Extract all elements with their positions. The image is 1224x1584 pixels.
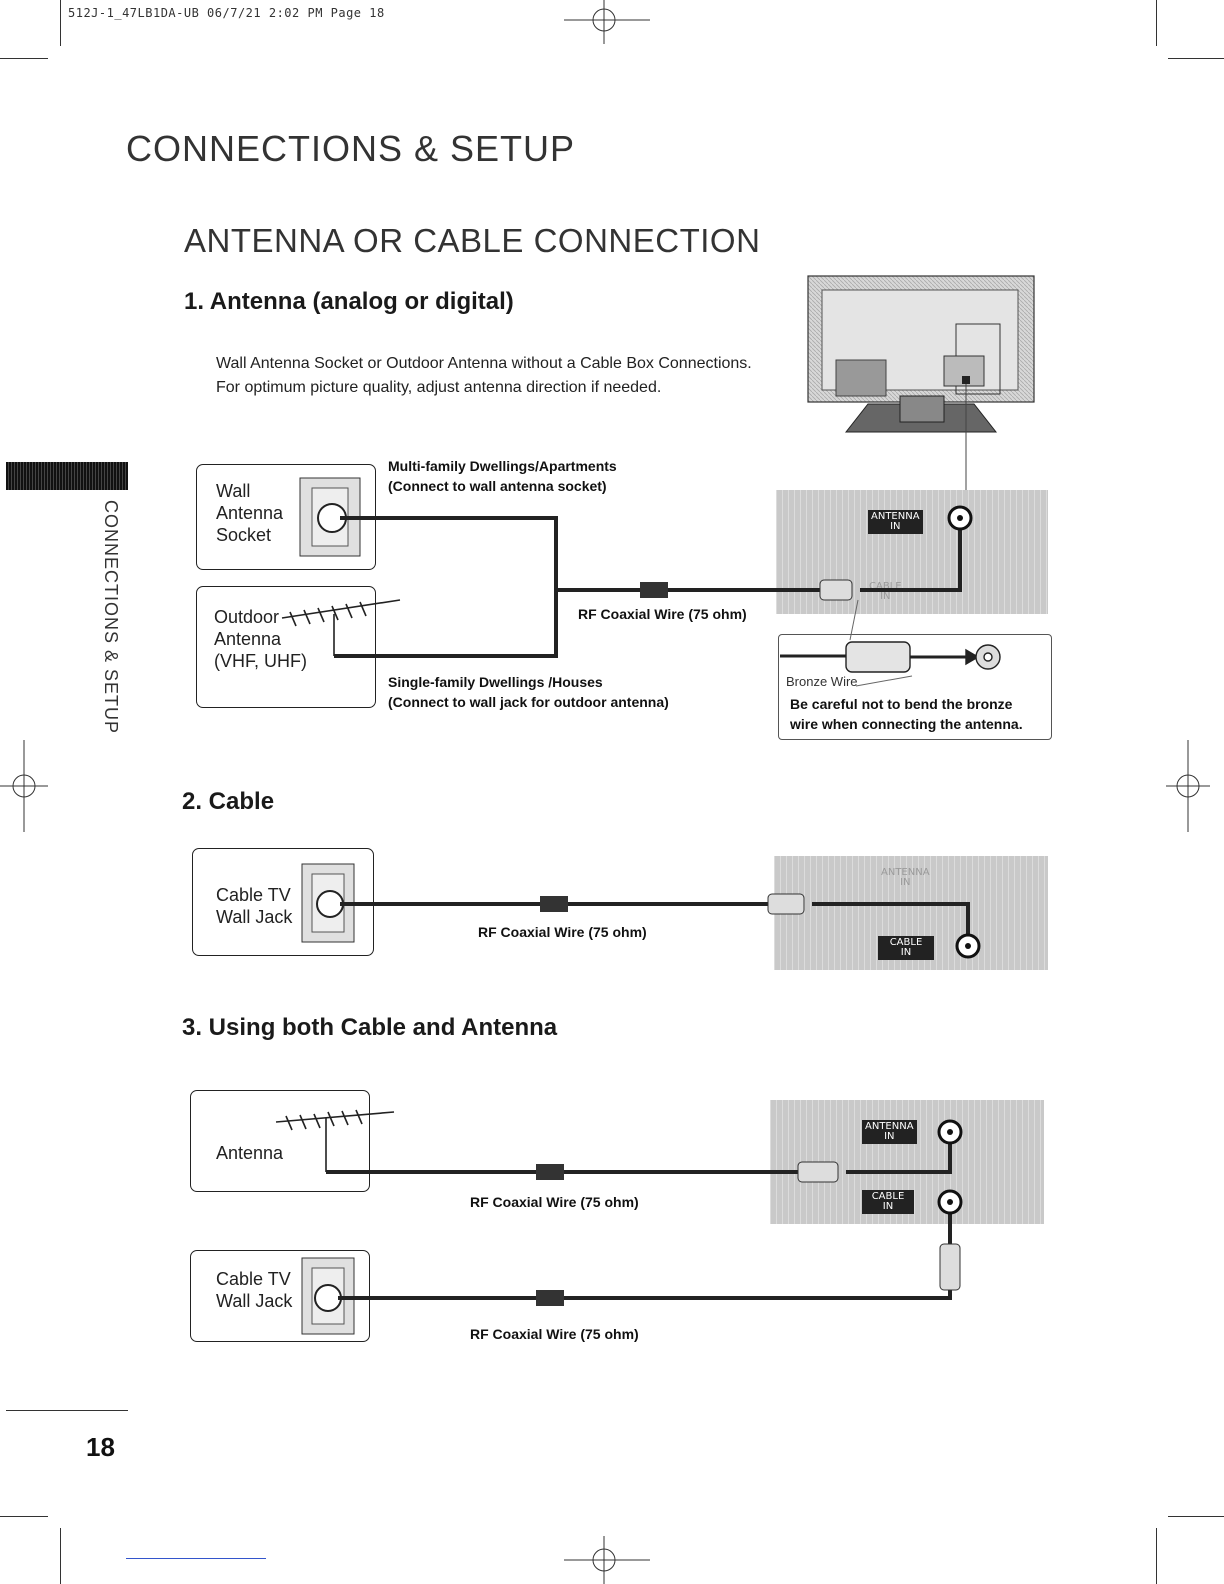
cable-in-port-label: CABLE IN [862,1190,914,1214]
bronze-wire-note-box [778,634,1052,740]
bronze-wire-caution: Be careful not to bend the bronze wire w… [790,696,1023,732]
single-family-note: Single-family Dwellings /Houses (Connect… [388,674,669,710]
rf-coaxial-wire-label: RF Coaxial Wire (75 ohm) [470,1326,639,1342]
side-tab-text: CONNECTIONS & SETUP [101,500,121,735]
intro-line-1: Wall Antenna Socket or Outdoor Antenna w… [216,355,752,372]
print-header: 512J-1_47LB1DA-UB 06/7/21 2:02 PM Page 1… [68,6,385,20]
antenna-in-port-label: ANTENNA IN [862,1120,917,1144]
outdoor-antenna-box [196,586,376,708]
crop-mark [1168,58,1224,59]
crop-mark [0,58,48,59]
footer-rule [6,1410,128,1411]
both-section-title: 3. Using both Cable and Antenna [182,1014,558,1041]
crop-mark [60,0,61,46]
antenna-in-port-label: ANTENNA IN [868,510,923,534]
antenna-in-port-label: ANTENNA IN [881,867,930,888]
antenna-label: Antenna [216,1143,284,1163]
antenna-box [190,1090,370,1192]
multi-family-note: Multi-family Dwellings/Apartments (Conne… [388,458,617,494]
antenna-intro: Wall Antenna Socket or Outdoor Antenna w… [216,352,752,400]
cable-wall-jack-label: Cable TV Wall Jack [216,885,293,927]
cable-in-port-label: CABLE IN [869,581,902,602]
bronze-wire-label: Bronze Wire [786,674,858,689]
intro-line-2: For optimum picture quality, adjust ante… [216,379,662,396]
page-number: 18 [86,1432,115,1462]
crop-mark [1156,1528,1157,1584]
antenna-section-title: 1. Antenna (analog or digital) [184,288,514,315]
crop-mark [0,1516,48,1517]
section-title: ANTENNA OR CABLE CONNECTION [184,222,761,259]
crop-mark [60,1528,61,1584]
cable-in-port-label: CABLE IN [878,936,934,960]
page-title: CONNECTIONS & SETUP [126,128,576,169]
cable-section-title: 2. Cable [182,788,275,815]
rf-coaxial-wire-label: RF Coaxial Wire (75 ohm) [470,1194,639,1210]
rf-coaxial-wire-label: RF Coaxial Wire (75 ohm) [578,606,747,622]
wall-antenna-socket-label: Wall Antenna Socket [216,481,284,545]
crop-mark [1156,0,1157,46]
cable-wall-jack-label: Cable TV Wall Jack [216,1269,293,1311]
crop-mark [1168,1516,1224,1517]
side-tab-marker [6,462,128,490]
outdoor-antenna-label: Outdoor Antenna (VHF, UHF) [214,607,307,671]
rf-coaxial-wire-label: RF Coaxial Wire (75 ohm) [478,924,647,940]
footer-link-underline [126,1558,266,1559]
